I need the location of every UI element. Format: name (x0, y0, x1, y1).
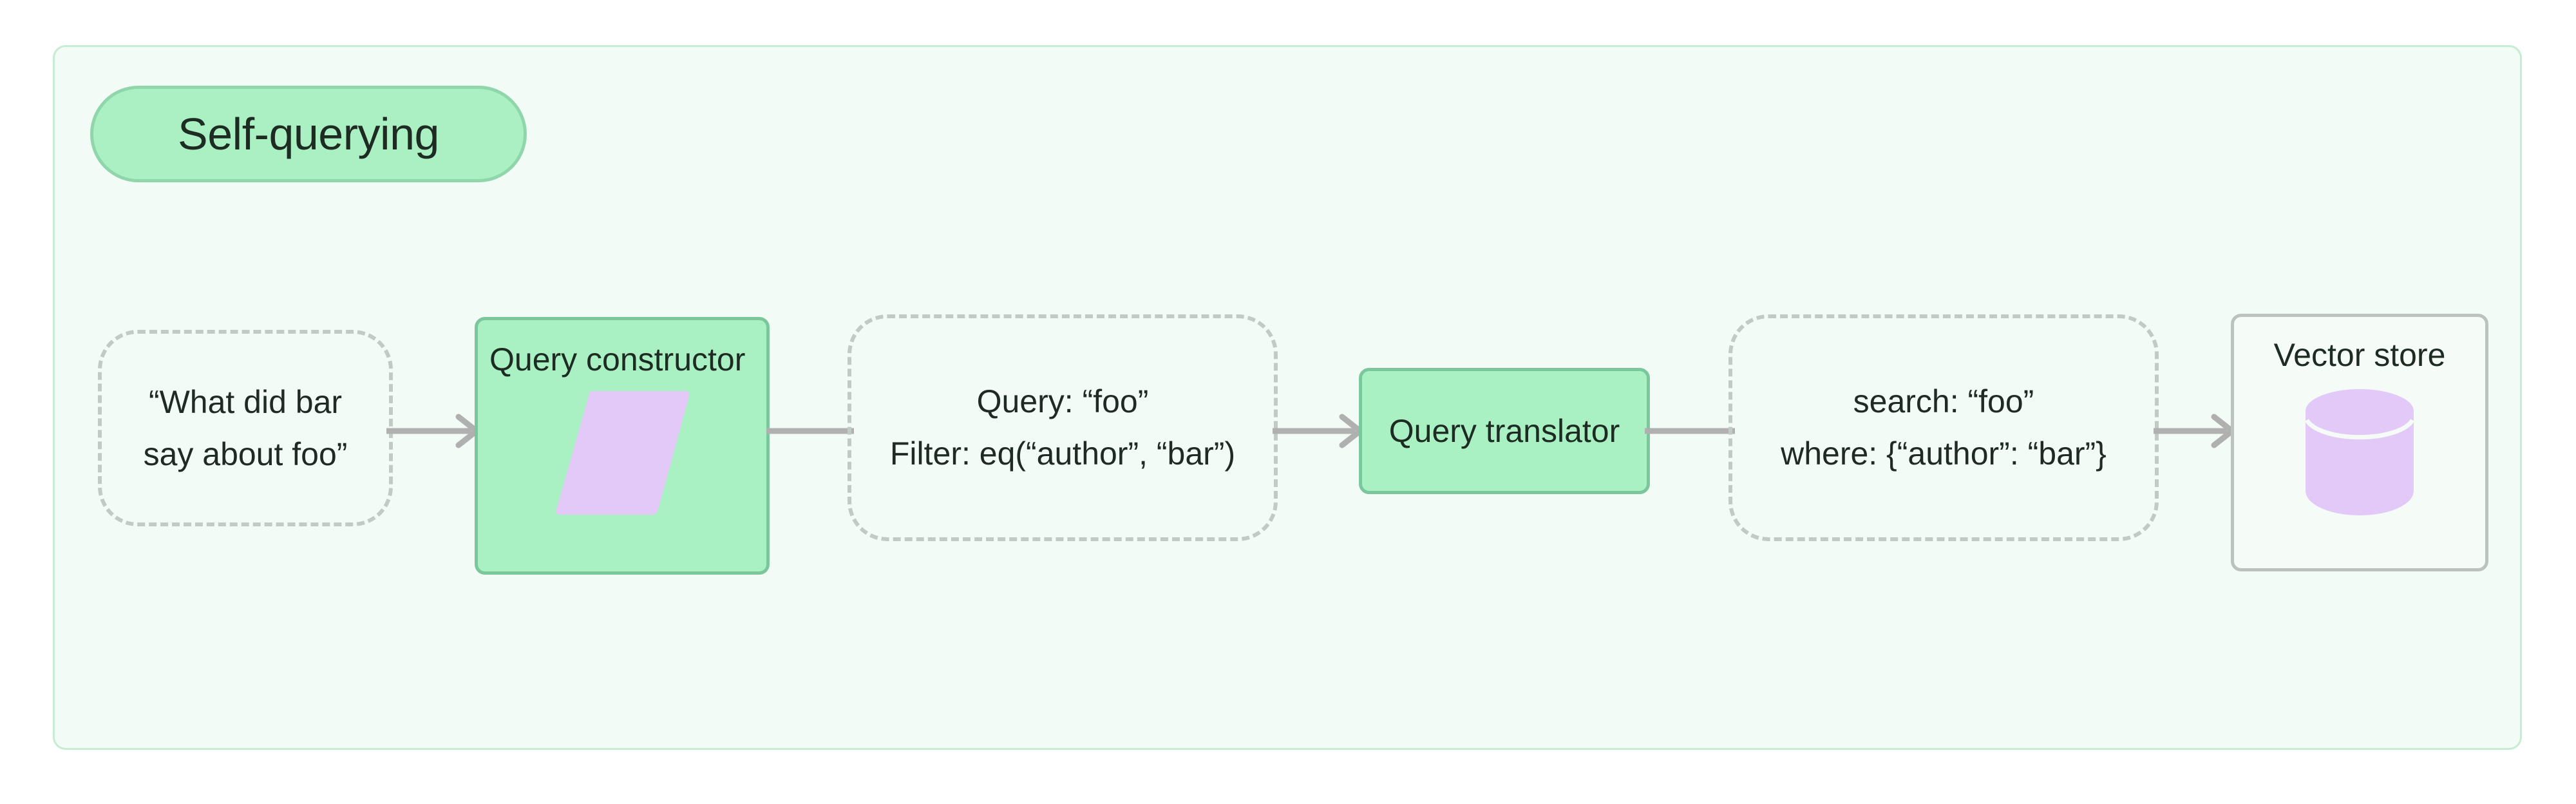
edge-query-filter-to-translator (1273, 414, 1363, 448)
edge-search-where-to-vector-store (2154, 414, 2235, 448)
edge-question-to-constructor (386, 414, 480, 448)
edge-translator-to-search-where (1645, 428, 1735, 434)
node-question-line-2: say about foo” (143, 436, 348, 472)
parallelogram-icon (556, 391, 690, 515)
node-search-where[interactable]: search: “foo” where: {“author”: “bar”} (1728, 314, 2159, 541)
database-cylinder-icon (2304, 389, 2415, 515)
node-query-constructor[interactable]: Query constructor (475, 317, 770, 575)
subgraph-title-pill: Self-querying (90, 86, 527, 182)
node-query-filter[interactable]: Query: “foo” Filter: eq(“author”, “bar”) (848, 314, 1278, 541)
node-query-translator-label: Query translator (1388, 413, 1620, 449)
node-query-filter-line-1: Query: “foo” (976, 383, 1149, 419)
node-question-line-1: “What did bar (148, 383, 343, 420)
node-vector-store[interactable]: Vector store (2231, 314, 2488, 571)
node-search-where-line-2: where: {“author”: “bar”} (1781, 436, 2107, 472)
node-query-filter-line-2: Filter: eq(“author”, “bar”) (889, 436, 1236, 472)
node-search-where-line-1: search: “foo” (1853, 383, 2034, 419)
node-question[interactable]: “What did bar say about foo” (98, 330, 393, 526)
node-vector-store-label: Vector store (2273, 337, 2446, 373)
subgraph-title-label: Self-querying (178, 109, 439, 159)
edge-constructor-to-query-filter (766, 428, 854, 434)
node-query-translator[interactable]: Query translator (1359, 368, 1650, 494)
node-query-constructor-label: Query constructor (489, 341, 746, 378)
